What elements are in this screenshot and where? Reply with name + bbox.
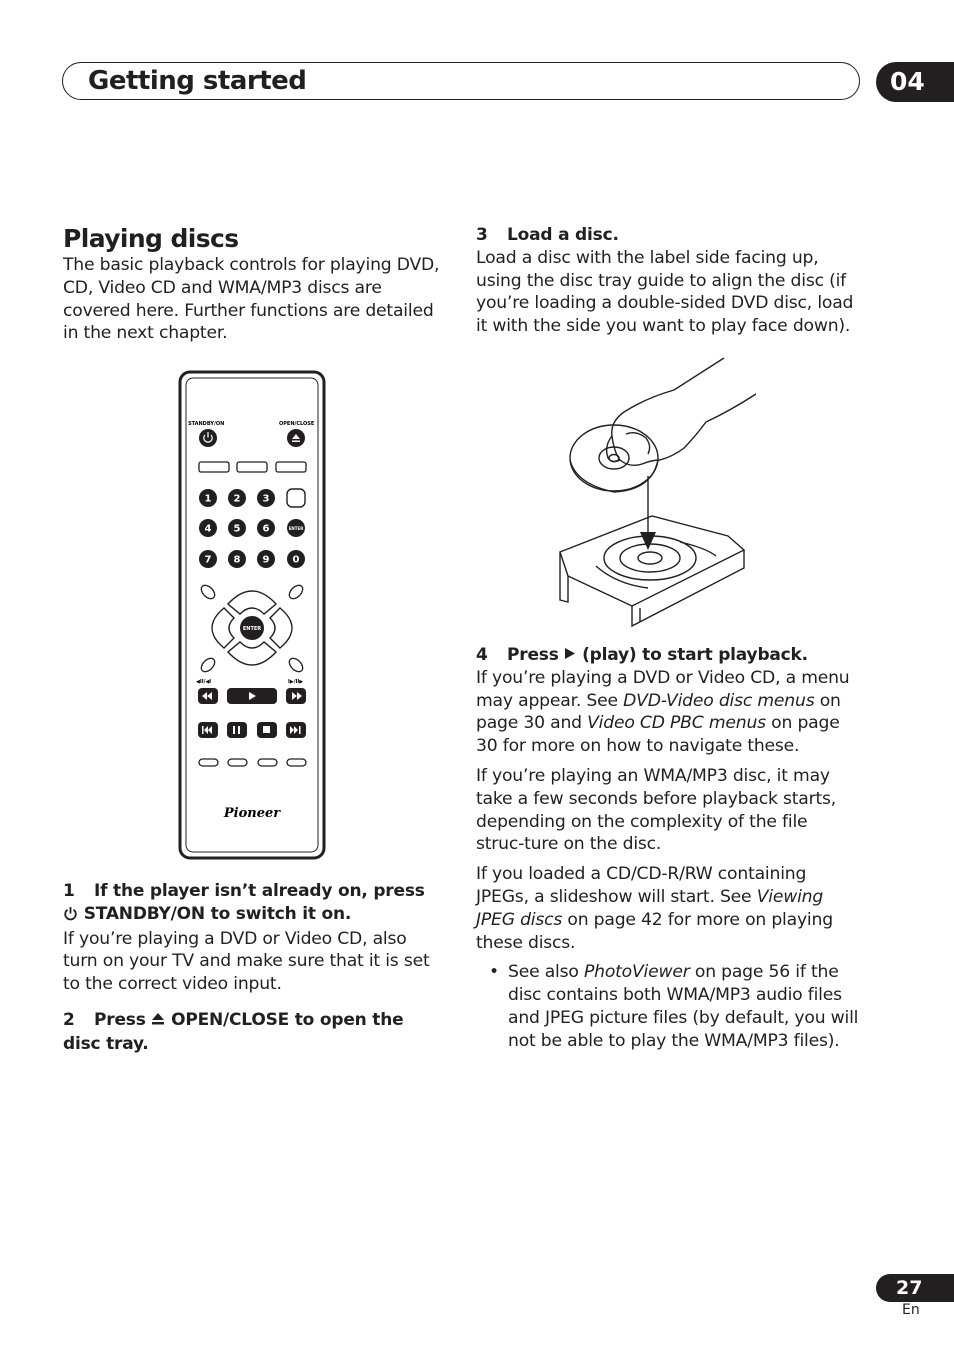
openclose-label: OPEN/CLOSE — [279, 421, 315, 427]
pause-button — [227, 722, 247, 738]
remote-key — [200, 657, 216, 673]
arrow-right-key — [269, 607, 293, 649]
svg-text:4: 4 — [205, 524, 212, 535]
remote-key — [200, 584, 216, 600]
rewind-button — [198, 688, 218, 704]
remote-key — [288, 657, 304, 673]
remote-key — [236, 461, 268, 473]
page-number: 27 — [876, 1274, 954, 1302]
remote-control-illustration: STANDBY/ON OPEN/CLOSE 1 2 3 4 5 6 ENTER … — [178, 370, 326, 860]
remote-key — [286, 758, 307, 767]
step-forward-label: I▶/II▶ — [288, 679, 303, 685]
remote-key — [275, 461, 307, 473]
arrow-down-key — [226, 641, 278, 666]
svg-text:8: 8 — [234, 555, 241, 566]
header-bar — [62, 62, 860, 100]
digit-4-button: 4 — [199, 519, 217, 537]
play-icon — [564, 644, 576, 667]
standby-button — [199, 429, 217, 447]
digit-7-button: 7 — [199, 550, 217, 568]
chapter-title: Getting started — [88, 66, 307, 96]
svg-text:9: 9 — [263, 555, 270, 566]
step-4-paragraph-2: If you’re playing an WMA/MP3 disc, it ma… — [476, 765, 837, 855]
brand-logo: Pioneer — [223, 806, 281, 821]
arrow-left-key — [211, 607, 235, 649]
next-button — [286, 722, 306, 738]
svg-text:5: 5 — [234, 524, 241, 535]
standby-label: STANDBY/ON — [188, 421, 224, 427]
remote-key — [227, 758, 248, 767]
left-column: Playing discs The basic playback control… — [63, 224, 445, 345]
step-4-paragraph-1: If you’re playing a DVD or Video CD, a m… — [476, 667, 850, 757]
stop-button — [257, 722, 277, 738]
svg-text:1: 1 — [205, 494, 212, 505]
remote-key — [286, 488, 306, 508]
step-1-body: If you’re playing a DVD or Video CD, als… — [63, 928, 430, 995]
navigation-pad — [211, 590, 293, 666]
section-title: Playing discs — [63, 224, 239, 253]
svg-text:3: 3 — [263, 494, 270, 505]
language-code: En — [902, 1302, 920, 1318]
enter-button: ENTER — [240, 616, 264, 640]
step-3-body: Load a disc with the label side facing u… — [476, 247, 854, 337]
eject-icon — [151, 1010, 165, 1033]
digit-0-button: 0 — [287, 550, 305, 568]
remote-key — [198, 461, 230, 473]
intro-text: The basic playback controls for playing … — [63, 255, 440, 344]
digit-2-button: 2 — [228, 489, 246, 507]
digit-6-button: 6 — [257, 519, 275, 537]
svg-text:ENTER: ENTER — [289, 526, 304, 531]
digit-5-button: 5 — [228, 519, 246, 537]
power-icon — [63, 905, 78, 928]
disc-loading-illustration — [559, 357, 756, 628]
remote-key — [257, 758, 278, 767]
open-close-button — [287, 429, 305, 447]
step-4-bullet: See also PhotoViewer on page 56 if the d… — [476, 961, 860, 1052]
svg-text:2: 2 — [234, 494, 241, 505]
step-back-label: ◀II/◀I — [196, 679, 211, 685]
remote-key — [288, 584, 304, 600]
previous-button — [198, 722, 218, 738]
svg-text:7: 7 — [205, 555, 212, 566]
chapter-number: 04 — [876, 62, 954, 102]
digit-8-button: 8 — [228, 550, 246, 568]
svg-text:6: 6 — [263, 524, 270, 535]
digit-1-button: 1 — [199, 489, 217, 507]
arrow-up-key — [226, 590, 278, 615]
enter-small-button: ENTER — [287, 519, 305, 537]
step-4-paragraph-3: If you loaded a CD/CD-R/RW containing JP… — [476, 864, 833, 953]
svg-text:0: 0 — [293, 555, 300, 566]
digit-3-button: 3 — [257, 489, 275, 507]
svg-text:ENTER: ENTER — [243, 626, 261, 632]
digit-9-button: 9 — [257, 550, 275, 568]
fast-forward-button — [286, 688, 306, 704]
play-button — [227, 688, 277, 704]
remote-key — [198, 758, 219, 767]
